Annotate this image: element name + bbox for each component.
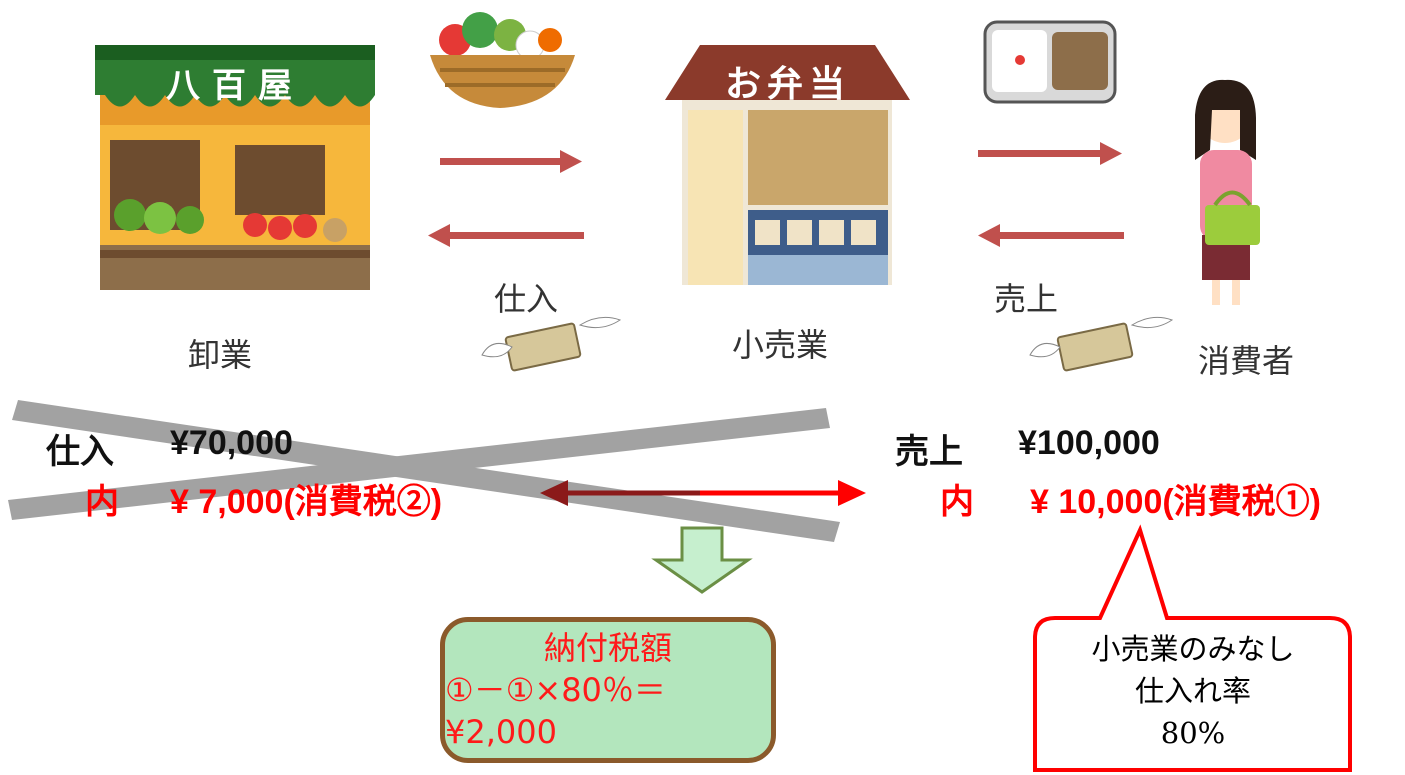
bento-sign: お弁当	[724, 64, 851, 105]
flying-money-icon-left	[481, 316, 622, 372]
purchase-title: 仕入	[46, 433, 114, 471]
purchase-tax-amount: ¥ 7,000(消費税②)	[170, 483, 443, 521]
flying-money-icon-right	[1029, 316, 1174, 372]
consumer-label: 消費者	[1198, 342, 1295, 380]
vegetable-basket-illustration	[430, 12, 575, 108]
sales-title: 売上	[895, 433, 963, 471]
purchase-tax-prefix: 内	[85, 483, 119, 521]
callout-bubble	[1033, 524, 1352, 772]
flow-arrows	[428, 142, 1124, 247]
sales-amount: ¥100,000	[1018, 424, 1160, 462]
deemed-purchase-rate-callout: 小売業のみなし 仕入れ率 80%	[1040, 628, 1346, 754]
sales-tax-amount: ¥ 10,000(消費税①)	[1030, 483, 1321, 521]
callout-line-3: 80%	[1160, 716, 1226, 750]
sales-tax-prefix: 内	[940, 483, 974, 521]
purchase-flow-label: 仕入	[494, 280, 559, 318]
greengrocer-sign: 八百屋	[166, 66, 304, 106]
tax-comparison-double-arrow	[540, 480, 866, 506]
consumer-illustration	[1195, 79, 1260, 305]
tax-payable-formula: ①－①×80％＝¥2,000	[445, 671, 666, 751]
cross-out-mark	[8, 400, 840, 542]
callout-line-1: 小売業のみなし	[1091, 632, 1295, 666]
tax-payable-title: 納付税額	[543, 629, 672, 667]
bento-box-illustration	[983, 20, 1117, 104]
wholesale-label: 卸業	[188, 336, 253, 374]
tax-payable-box: 納付税額 ①－①×80％＝¥2,000	[440, 617, 776, 763]
purchase-amount: ¥70,000	[170, 424, 293, 462]
retail-label: 小売業	[732, 326, 829, 364]
callout-line-2: 仕入れ率	[1134, 674, 1251, 708]
sales-flow-label: 売上	[994, 280, 1059, 318]
down-arrow	[651, 526, 753, 594]
greengrocer-illustration	[95, 45, 375, 290]
bento-shop-illustration	[665, 45, 910, 285]
